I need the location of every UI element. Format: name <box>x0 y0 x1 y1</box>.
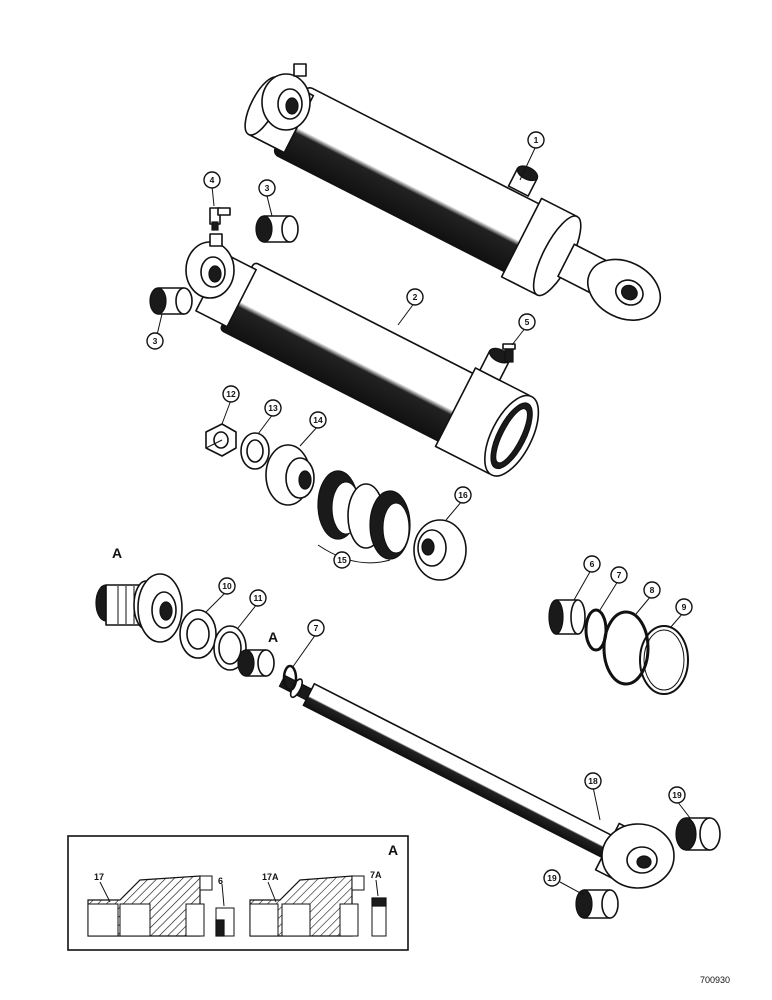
o-ring-8 <box>602 610 650 686</box>
callout-13: 13 <box>264 399 282 417</box>
callout-3-upper: 3 <box>258 179 276 197</box>
piston-retainer <box>265 444 315 506</box>
cylinder-assembly-1 <box>244 63 661 321</box>
section-label-a-piston: A <box>112 545 122 561</box>
nut <box>205 423 237 457</box>
svg-text:1: 1 <box>534 135 539 145</box>
bushing-upper <box>255 215 299 243</box>
callout-5: 5 <box>518 313 536 331</box>
svg-text:12: 12 <box>226 389 236 399</box>
svg-text:18: 18 <box>588 776 598 786</box>
callout-9: 9 <box>675 598 693 616</box>
svg-text:7: 7 <box>314 623 319 633</box>
svg-text:10: 10 <box>222 581 232 591</box>
svg-text:19: 19 <box>547 873 557 883</box>
svg-text:16: 16 <box>458 490 468 500</box>
callout-19-left: 19 <box>543 869 561 887</box>
rod-wiper <box>237 649 275 677</box>
callout-8: 8 <box>643 581 661 599</box>
svg-text:7: 7 <box>617 570 622 580</box>
callout-19-right: 19 <box>668 786 686 804</box>
callout-16: 16 <box>454 486 472 504</box>
plug-screw <box>502 343 516 363</box>
detail-inset: A 17 6 17A 7A <box>67 835 409 951</box>
figure-number: 700930 <box>700 975 730 985</box>
inset-part-17: 17 <box>94 872 104 882</box>
callout-18: 18 <box>584 772 602 790</box>
rod-bushing-left <box>575 889 619 919</box>
piston-end-ring <box>413 519 467 581</box>
inset-label: A <box>388 842 398 858</box>
svg-text:13: 13 <box>268 403 278 413</box>
svg-text:11: 11 <box>254 593 263 603</box>
svg-text:8: 8 <box>650 585 655 595</box>
svg-text:5: 5 <box>525 317 530 327</box>
callout-2: 2 <box>406 288 424 306</box>
o-ring-7-rod <box>282 664 298 692</box>
svg-text:3: 3 <box>153 336 158 346</box>
piston-seal-set <box>317 470 411 564</box>
section-label-a-wiper: A <box>268 629 278 645</box>
svg-text:19: 19 <box>672 790 682 800</box>
cylinder-tube-2 <box>185 233 540 477</box>
svg-text:15: 15 <box>337 555 347 565</box>
inset-section-17: 17 6 <box>87 872 235 937</box>
callout-15: 15 <box>333 551 351 569</box>
inset-part-6: 6 <box>218 876 223 886</box>
rod-bushing-right <box>675 817 721 851</box>
callout-4: 4 <box>203 171 221 189</box>
svg-text:6: 6 <box>590 559 595 569</box>
svg-text:2: 2 <box>413 292 418 302</box>
svg-text:3: 3 <box>265 183 270 193</box>
callout-11: 11 <box>249 589 267 607</box>
callout-14: 14 <box>309 411 327 429</box>
callout-7: 7 <box>610 566 628 584</box>
head-ring-11 <box>213 625 247 671</box>
inset-part-17a: 17A <box>262 872 279 882</box>
head-ring-10 <box>179 609 217 659</box>
inset-part-7a: 7A <box>370 870 382 880</box>
grease-fitting <box>209 207 231 231</box>
svg-text:4: 4 <box>210 175 215 185</box>
callout-7-rod: 7 <box>307 619 325 637</box>
svg-text:9: 9 <box>682 602 687 612</box>
cylinder-head <box>95 573 183 643</box>
callout-1: 1 <box>527 131 545 149</box>
washer <box>240 432 270 470</box>
callout-3-lower: 3 <box>146 332 164 350</box>
callout-6: 6 <box>583 555 601 573</box>
seal-6 <box>548 599 586 635</box>
piston-rod <box>278 674 675 889</box>
inset-section-17a: 17A 7A <box>249 870 387 937</box>
bushing-lower <box>149 287 193 315</box>
svg-text:14: 14 <box>313 415 323 425</box>
callout-12: 12 <box>222 385 240 403</box>
backup-ring-9 <box>639 625 689 695</box>
leader-lines <box>156 145 691 896</box>
callout-10: 10 <box>218 577 236 595</box>
